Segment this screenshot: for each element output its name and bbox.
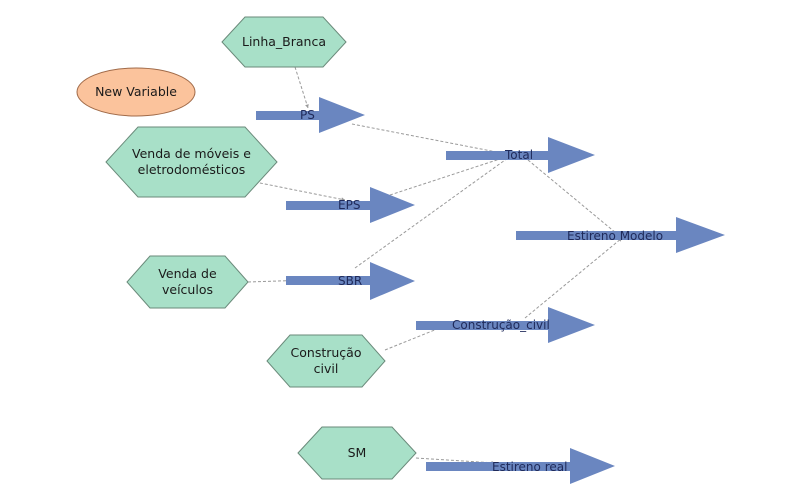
connector-head-venda_moveis-to-eps bbox=[341, 197, 345, 202]
venda-veiculos-label-line2: veículos bbox=[162, 282, 213, 297]
total-flow-arrow[interactable] bbox=[446, 137, 595, 173]
connector-ps-to-total[interactable] bbox=[351, 123, 513, 156]
venda-veiculos-hexagon[interactable] bbox=[126, 255, 249, 309]
venda-moveis-label: Venda de móveis e eletrodomésticos bbox=[106, 146, 277, 178]
eps-flow-label: EPS bbox=[338, 198, 361, 212]
linha-branca-hexagon[interactable] bbox=[221, 16, 347, 68]
new-variable-ellipse[interactable] bbox=[76, 67, 196, 117]
venda-moveis-label-line1: Venda de móveis e bbox=[132, 146, 251, 161]
sm-label: SM bbox=[347, 445, 367, 460]
ps-flow-arrow[interactable] bbox=[256, 97, 365, 133]
connector-linha_branca-to-ps[interactable] bbox=[294, 66, 309, 109]
construcao-civil-node-label-line2: civil bbox=[313, 361, 339, 376]
new-variable-label: New Variable bbox=[95, 84, 177, 99]
connector-total-to-estireno_modelo[interactable] bbox=[527, 159, 623, 239]
connector-head-linha_branca-to-ps bbox=[305, 104, 309, 108]
venda-veiculos-label: Venda de veículos bbox=[127, 266, 248, 298]
construcao-civil-node-label: Construção civil bbox=[267, 345, 385, 377]
estireno-modelo-flow-arrow[interactable] bbox=[516, 217, 725, 253]
construcao-civil-hexagon[interactable] bbox=[266, 334, 386, 388]
linha-branca-label: Linha_Branca bbox=[241, 34, 327, 49]
construcao-civil-node-label-line1: Construção bbox=[290, 345, 362, 360]
connector-sbr-to-total[interactable] bbox=[354, 154, 513, 269]
ps-flow-label: PS bbox=[300, 108, 315, 122]
venda-veiculos-label-line1: Venda de bbox=[158, 266, 217, 281]
venda-moveis-hexagon[interactable] bbox=[105, 126, 278, 198]
construcao-civil-flow-label: Construção_civil bbox=[452, 318, 550, 332]
sbr-flow-label: SBR bbox=[338, 274, 363, 288]
connector-venda_moveis-to-eps[interactable] bbox=[254, 181, 346, 201]
venda-moveis-label-line2: eletrodomésticos bbox=[137, 162, 246, 177]
estireno-real-flow-label: Estireno real bbox=[492, 460, 568, 474]
estireno-real-flow-arrow[interactable] bbox=[426, 448, 615, 484]
sm-hexagon[interactable] bbox=[297, 426, 417, 480]
estireno-modelo-flow-label: Estireno Modelo bbox=[567, 229, 664, 243]
arrows-layer bbox=[256, 97, 725, 484]
shapes-layer bbox=[76, 16, 417, 480]
connector-construcao_civil_flow-to-estireno_modelo[interactable] bbox=[524, 237, 623, 319]
connector-eps-to-total[interactable] bbox=[389, 154, 513, 196]
eps-flow-arrow[interactable] bbox=[286, 187, 415, 223]
construcao-civil-flow-arrow[interactable] bbox=[416, 307, 595, 343]
connectors-layer bbox=[247, 66, 623, 465]
sbr-flow-arrow[interactable] bbox=[286, 262, 415, 300]
total-flow-label: Total bbox=[505, 148, 534, 162]
